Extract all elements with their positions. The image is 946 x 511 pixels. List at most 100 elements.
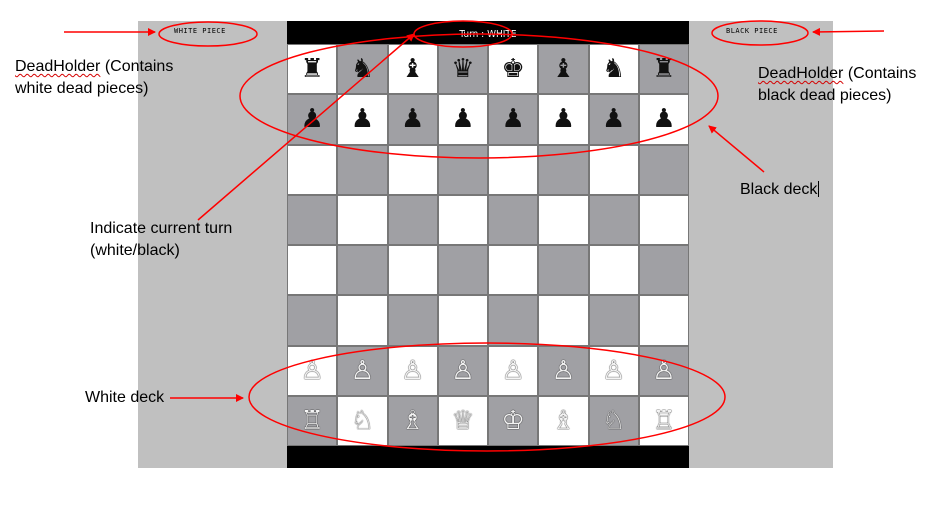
board-square[interactable]: [538, 194, 589, 245]
board-square[interactable]: ♙: [337, 345, 388, 396]
board-square[interactable]: [287, 144, 338, 195]
black-piece-icon[interactable]: ♟: [350, 104, 375, 135]
board-square[interactable]: [588, 194, 639, 245]
board-square[interactable]: ♛: [437, 44, 488, 95]
board-square[interactable]: ♝: [538, 44, 589, 95]
board-square[interactable]: ♟: [638, 94, 689, 145]
board-square[interactable]: [387, 194, 438, 245]
board-square[interactable]: ♙: [287, 345, 338, 396]
black-piece-icon[interactable]: ♞: [350, 54, 375, 85]
board-square[interactable]: [437, 144, 488, 195]
black-piece-icon[interactable]: ♟: [601, 104, 626, 135]
board-square[interactable]: ♙: [538, 345, 589, 396]
white-piece-icon[interactable]: ♖: [300, 405, 324, 436]
board-square[interactable]: ♙: [488, 345, 539, 396]
board-square[interactable]: ♔: [488, 395, 539, 446]
board-square[interactable]: ♞: [337, 44, 388, 95]
board-square[interactable]: [638, 295, 689, 346]
black-piece-icon[interactable]: ♟: [551, 104, 576, 135]
board-square[interactable]: [287, 245, 338, 296]
board-square[interactable]: ♗: [538, 395, 589, 446]
board-square[interactable]: [337, 194, 388, 245]
board-square[interactable]: [488, 144, 539, 195]
black-piece-icon[interactable]: ♜: [652, 54, 676, 85]
board-square[interactable]: [437, 194, 488, 245]
board-square[interactable]: [538, 144, 589, 195]
board-square[interactable]: ♟: [488, 94, 539, 145]
black-piece-icon[interactable]: ♜: [300, 54, 324, 85]
board-square[interactable]: [437, 245, 488, 296]
board-square[interactable]: ♟: [588, 94, 639, 145]
board-square[interactable]: [588, 295, 639, 346]
white-piece-icon[interactable]: ♙: [601, 355, 626, 386]
dead-holder-rest: (Contains: [843, 65, 917, 82]
board-square[interactable]: ♙: [638, 345, 689, 396]
board-square[interactable]: [638, 245, 689, 296]
board-square[interactable]: ♜: [287, 44, 338, 95]
board-square[interactable]: ♖: [287, 395, 338, 446]
board-square[interactable]: ♟: [387, 94, 438, 145]
black-piece-icon[interactable]: ♟: [652, 104, 676, 135]
white-piece-icon[interactable]: ♘: [350, 405, 375, 436]
board-square[interactable]: ♙: [387, 345, 438, 396]
board-square[interactable]: [588, 245, 639, 296]
black-piece-icon[interactable]: ♝: [551, 54, 576, 85]
board-square[interactable]: ♚: [488, 44, 539, 95]
board-square[interactable]: ♘: [588, 395, 639, 446]
board-square[interactable]: [638, 144, 689, 195]
board-square[interactable]: [488, 194, 539, 245]
board-square[interactable]: ♟: [437, 94, 488, 145]
board-square[interactable]: [638, 194, 689, 245]
white-piece-icon[interactable]: ♘: [601, 405, 626, 436]
board-square[interactable]: ♞: [588, 44, 639, 95]
white-piece-icon[interactable]: ♙: [400, 355, 425, 386]
board-square[interactable]: ♘: [337, 395, 388, 446]
black-piece-icon[interactable]: ♟: [501, 104, 525, 135]
white-piece-icon[interactable]: ♔: [501, 405, 525, 436]
board-square[interactable]: [387, 144, 438, 195]
black-piece-icon[interactable]: ♚: [501, 54, 525, 85]
white-piece-icon[interactable]: ♙: [350, 355, 375, 386]
board-square[interactable]: [488, 245, 539, 296]
black-piece-icon[interactable]: ♝: [400, 54, 425, 85]
white-piece-icon[interactable]: ♙: [501, 355, 525, 386]
black-piece-icon[interactable]: ♛: [451, 54, 475, 85]
board-square[interactable]: [387, 295, 438, 346]
chess-board: ♜ ♞ ♝ ♛ ♚ ♝ ♞ ♜ ♟ ♟ ♟ ♟ ♟ ♟ ♟ ♟ ♙ ♙ ♙ ♙ ♙ ♙ ♙ ♙ ♖ ♘ ♗ ♕ ♔ ♗ ♘ ♖: [287, 44, 689, 446]
board-square[interactable]: [437, 295, 488, 346]
board-square[interactable]: ♙: [437, 345, 488, 396]
board-square[interactable]: ♖: [638, 395, 689, 446]
board-square[interactable]: [337, 144, 388, 195]
board-square[interactable]: [287, 194, 338, 245]
white-holder-label: WHITE PIECE: [174, 27, 226, 35]
board-square[interactable]: ♙: [588, 345, 639, 396]
board-square[interactable]: ♗: [387, 395, 438, 446]
board-square[interactable]: ♜: [638, 44, 689, 95]
white-piece-icon[interactable]: ♙: [551, 355, 576, 386]
board-square[interactable]: [538, 295, 589, 346]
board-square[interactable]: [588, 144, 639, 195]
board-square[interactable]: [337, 295, 388, 346]
white-piece-icon[interactable]: ♗: [400, 405, 425, 436]
turn-note-line2: (white/black): [90, 242, 180, 259]
white-piece-icon[interactable]: ♙: [451, 355, 475, 386]
black-piece-icon[interactable]: ♟: [451, 104, 475, 135]
white-piece-icon[interactable]: ♙: [300, 355, 324, 386]
board-square[interactable]: [488, 295, 539, 346]
white-piece-icon[interactable]: ♖: [652, 405, 676, 436]
white-piece-icon[interactable]: ♕: [451, 405, 475, 436]
board-square[interactable]: [387, 245, 438, 296]
white-piece-icon[interactable]: ♙: [652, 355, 676, 386]
board-square[interactable]: ♟: [337, 94, 388, 145]
board-square[interactable]: ♝: [387, 44, 438, 95]
board-square[interactable]: [337, 245, 388, 296]
black-piece-icon[interactable]: ♟: [400, 104, 425, 135]
board-square[interactable]: ♟: [287, 94, 338, 145]
board-square[interactable]: [287, 295, 338, 346]
board-square[interactable]: ♟: [538, 94, 589, 145]
board-square[interactable]: ♕: [437, 395, 488, 446]
board-square[interactable]: [538, 245, 589, 296]
black-piece-icon[interactable]: ♞: [601, 54, 626, 85]
black-piece-icon[interactable]: ♟: [300, 104, 324, 135]
white-piece-icon[interactable]: ♗: [551, 405, 576, 436]
